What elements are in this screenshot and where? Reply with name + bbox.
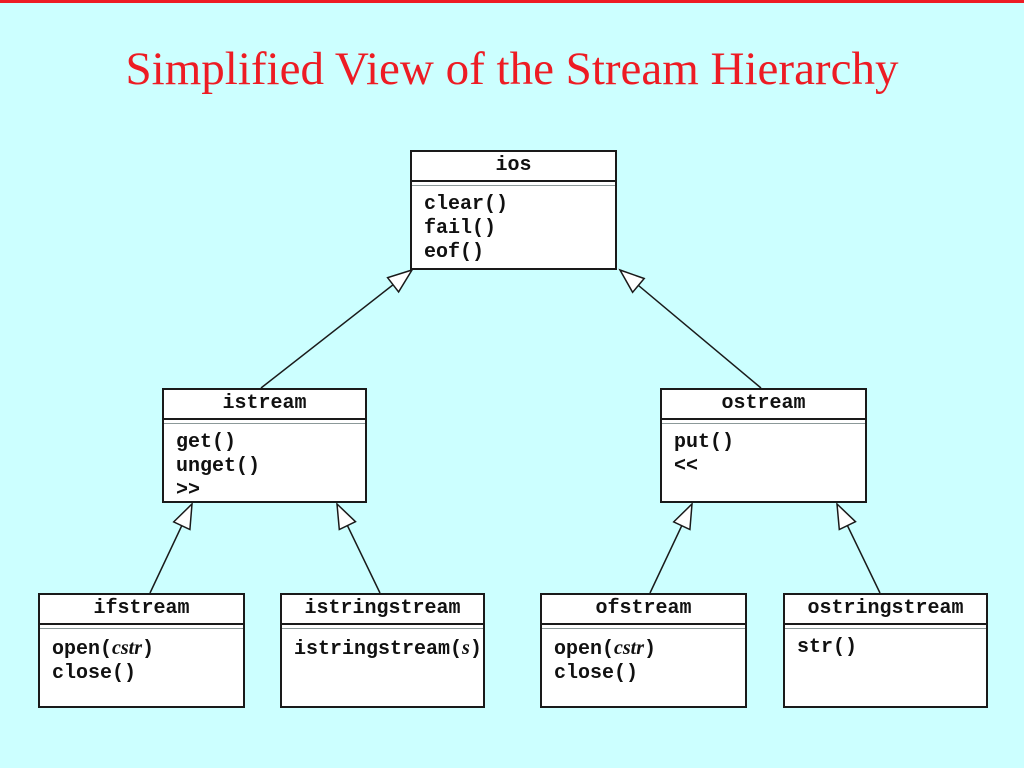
class-box-ostringstream: ostringstream str() <box>783 593 988 708</box>
class-box-ifstream: ifstream open(cstr)close() <box>38 593 245 708</box>
method: get() <box>176 431 237 454</box>
method: istringstream(s) <box>294 637 482 661</box>
method: << <box>674 455 699 478</box>
class-name: ifstream <box>40 595 243 625</box>
inheritance-arrow-istream-to-ios <box>260 268 414 389</box>
method: open(cstr) <box>554 637 657 661</box>
class-name: ofstream <box>542 595 745 625</box>
class-name: ostringstream <box>785 595 986 625</box>
method: fail() <box>424 217 497 240</box>
class-name: ios <box>412 152 615 182</box>
class-method-list: get()unget()>> <box>164 423 365 503</box>
method: unget() <box>176 455 261 478</box>
class-method-list: open(cstr)close() <box>542 628 745 686</box>
method: >> <box>176 479 201 502</box>
method: clear() <box>424 193 509 216</box>
method: str() <box>797 636 858 659</box>
method: eof() <box>424 241 485 264</box>
class-method-list: put()<< <box>662 423 865 479</box>
class-box-istringstream: istringstream istringstream(s) <box>280 593 485 708</box>
class-box-ostream: ostream put()<< <box>660 388 867 503</box>
class-box-ios: ios clear()fail()eof() <box>410 150 617 270</box>
class-method-list: str() <box>785 628 986 660</box>
method: open(cstr) <box>52 637 155 661</box>
class-box-istream: istream get()unget()>> <box>162 388 367 503</box>
inheritance-arrow-ostringstream-to-ostream <box>836 502 881 594</box>
class-name: istream <box>164 390 365 420</box>
class-method-list: istringstream(s) <box>282 628 483 662</box>
method: close() <box>554 662 639 685</box>
inheritance-arrow-ostream-to-ios <box>618 268 762 389</box>
class-method-list: clear()fail()eof() <box>412 185 615 265</box>
inheritance-arrow-istringstream-to-istream <box>336 502 381 594</box>
inheritance-arrow-ifstream-to-istream <box>149 502 193 594</box>
slide-title: Simplified View of the Stream Hierarchy <box>125 43 899 95</box>
class-box-ofstream: ofstream open(cstr)close() <box>540 593 747 708</box>
method: close() <box>52 662 137 685</box>
method: put() <box>674 431 735 454</box>
class-name: istringstream <box>282 595 483 625</box>
slide-top-border <box>0 0 1024 3</box>
class-name: ostream <box>662 390 865 420</box>
inheritance-arrow-ofstream-to-ostream <box>649 502 693 594</box>
class-method-list: open(cstr)close() <box>40 628 243 686</box>
